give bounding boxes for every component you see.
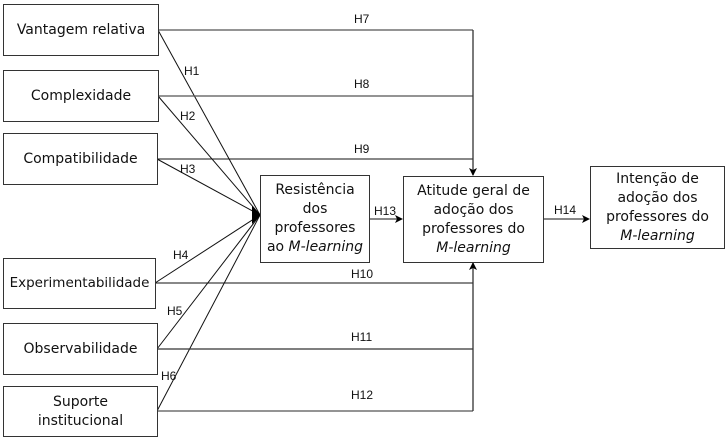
hypothesis-label-h13: H13	[374, 204, 397, 218]
atitude-line3: professores do	[422, 220, 525, 237]
path-h3	[156, 158, 261, 216]
resistencia-line4-prefix: ao	[266, 239, 289, 255]
atitude-line4: M-learning	[436, 239, 511, 256]
construct-label: Compatibilidade	[23, 150, 138, 167]
hypothesis-label-h12: H12	[351, 388, 374, 402]
construct-observabilidade: Observabilidade	[3, 323, 158, 375]
intencao-line4: M-learning	[620, 227, 695, 244]
construct-complexidade: Complexidade	[3, 70, 159, 122]
hypothesis-label-h9: H9	[354, 142, 370, 156]
hypothesis-label-h4: H4	[173, 248, 189, 262]
atitude-line2: adoção dos	[433, 201, 514, 218]
construct-label: Experimentabilidade	[9, 275, 150, 291]
construct-label-line2: institucional	[37, 412, 124, 429]
construct-resistencia: Resistência dos professores ao M-learnin…	[260, 175, 370, 263]
hypothesis-label-h11: H11	[351, 330, 373, 344]
hypothesis-label-h7: H7	[354, 12, 370, 26]
resistencia-line2: dos	[302, 201, 328, 217]
construct-vantagem-relativa: Vantagem relativa	[3, 4, 159, 56]
intencao-line2: adoção dos	[617, 189, 698, 206]
construct-experimentabilidade: Experimentabilidade	[3, 258, 156, 309]
intencao-line3: professores do	[606, 208, 709, 225]
resistencia-line1: Resistência	[275, 182, 355, 198]
hypothesis-label-h14: H14	[554, 203, 577, 217]
path-h5	[156, 214, 261, 350]
path-h1	[157, 29, 261, 216]
hypothesis-label-h1: H1	[184, 64, 200, 78]
hypothesis-label-h6: H6	[161, 369, 177, 383]
hypothesis-label-h8: H8	[354, 77, 370, 91]
path-h4	[154, 214, 261, 284]
convergence-arrowhead	[252, 206, 261, 224]
path-h2	[157, 95, 261, 216]
intencao-line1: Intenção de	[616, 170, 699, 187]
hypothesis-label-h3: H3	[180, 162, 196, 176]
resistencia-line4-italic: M-learning	[288, 239, 364, 255]
resistencia-line4: ao M-learning	[267, 238, 363, 257]
hypothesis-label-h10: H10	[351, 267, 374, 281]
hypothesis-label-h2: H2	[180, 109, 196, 123]
construct-suporte-institucional: Suporte institucional	[3, 386, 158, 437]
construct-label: Observabilidade	[23, 340, 138, 357]
hypothesis-label-h5: H5	[167, 304, 183, 318]
construct-label-line1: Suporte	[52, 393, 109, 410]
resistencia-line3: professores	[274, 220, 356, 236]
construct-intencao-adocao: Intenção de adoção dos professores do M-…	[590, 166, 725, 249]
construct-atitude-geral: Atitude geral de adoção dos professores …	[403, 176, 544, 263]
construct-compatibilidade: Compatibilidade	[3, 133, 158, 185]
construct-label: Complexidade	[30, 87, 132, 104]
path-h6	[156, 214, 261, 412]
atitude-line1: Atitude geral de	[417, 182, 530, 199]
construct-label: Vantagem relativa	[16, 21, 146, 38]
